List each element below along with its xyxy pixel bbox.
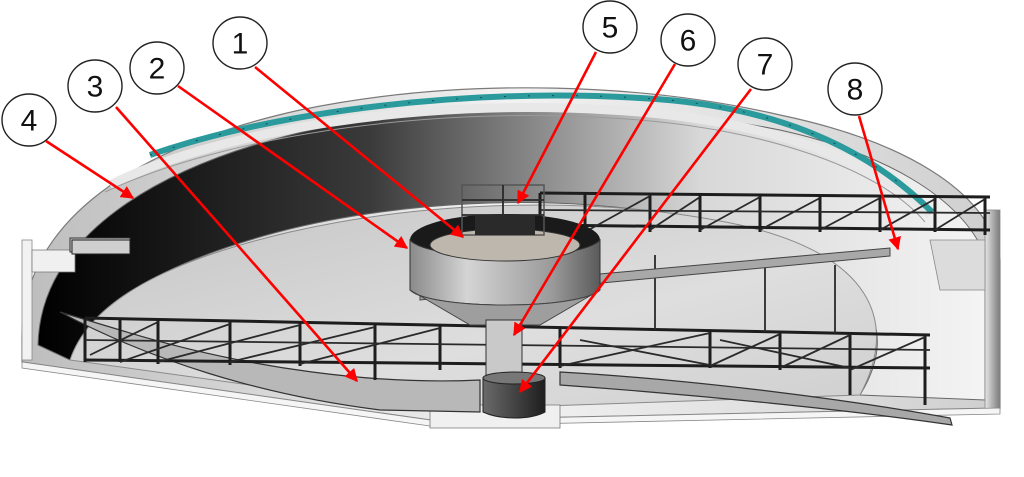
leader-3 xyxy=(115,106,358,382)
callout-2: 2 xyxy=(129,41,185,95)
callout-label: 3 xyxy=(87,71,104,104)
callout-label: 4 xyxy=(21,105,38,138)
callout-label: 8 xyxy=(847,74,864,107)
leader-2 xyxy=(177,84,409,250)
callout-label: 7 xyxy=(757,49,774,82)
callout-1: 1 xyxy=(212,16,268,70)
callout-3: 3 xyxy=(67,59,123,113)
callout-5: 5 xyxy=(582,0,638,54)
leader-1 xyxy=(254,65,465,239)
leader-5 xyxy=(516,51,598,205)
callout-6: 6 xyxy=(660,13,716,67)
leader-8 xyxy=(857,115,901,251)
callout-label: 6 xyxy=(680,25,697,58)
callout-label: 5 xyxy=(602,12,619,45)
leader-6 xyxy=(512,63,677,337)
leader-7 xyxy=(518,88,753,394)
callout-label: 2 xyxy=(149,53,166,86)
callout-4: 4 xyxy=(1,93,57,147)
callout-8: 8 xyxy=(827,62,883,116)
weir-trough xyxy=(149,92,935,215)
callout-leaders xyxy=(45,51,901,394)
callout-7: 7 xyxy=(737,37,793,91)
callout-label: 1 xyxy=(232,28,249,61)
leader-4 xyxy=(45,139,135,200)
